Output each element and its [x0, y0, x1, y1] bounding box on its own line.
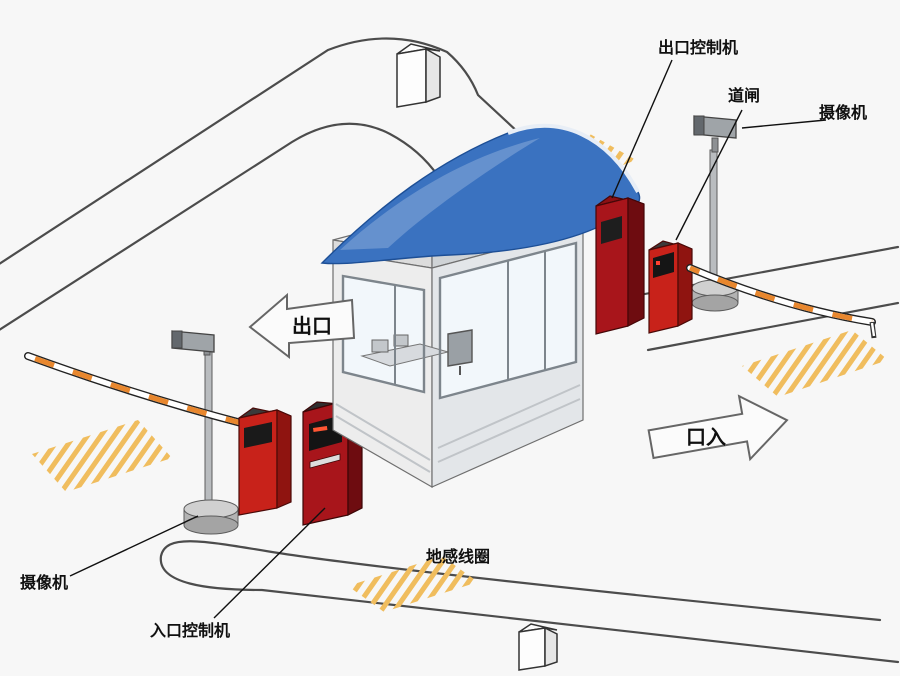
camera-left — [171, 330, 239, 535]
bollard-bottom — [518, 623, 558, 671]
camera-lens-icon — [693, 115, 705, 136]
leader-entrance-controller — [213, 507, 326, 619]
booth-groove-right-1 — [437, 384, 581, 449]
barrier-cabinet-side — [677, 242, 693, 327]
controller-front — [595, 197, 629, 335]
leader-barrier-gate — [675, 109, 743, 241]
bollard-side-face — [544, 626, 558, 668]
label-exit-controller: 出口控制机 — [658, 38, 738, 57]
camera-pole — [204, 351, 213, 514]
ground-loop-left — [32, 420, 172, 492]
label-entrance-controller: 入口控制机 — [150, 621, 230, 640]
exit-arrow-label: 出口 — [292, 315, 332, 338]
barrier-led — [656, 261, 660, 265]
exit-arrow — [248, 292, 356, 360]
barrier-cabinet-panel — [244, 422, 272, 448]
interior-equipment-1 — [371, 339, 389, 353]
camera-base-bottom — [691, 294, 739, 312]
barrier-arm-stripes — [688, 265, 873, 325]
camera-right — [691, 115, 739, 312]
interior-monitor — [447, 329, 473, 367]
camera-bracket — [711, 137, 719, 153]
bollard-front-face — [396, 48, 427, 108]
barrier-cabinet-side — [276, 409, 292, 509]
booth-groove-right-2 — [437, 398, 581, 463]
label-camera-right: 摄像机 — [819, 103, 867, 122]
entrance-arrow-label: 口入 — [686, 426, 726, 449]
label-ground-loop: 地感线圈 — [426, 547, 490, 566]
bollard-top — [396, 43, 441, 108]
road-exit-lane-outer-edge — [0, 37, 577, 265]
exit-controller-machine — [595, 195, 645, 335]
booth-groove-left-2 — [335, 415, 431, 473]
leader-exit-controller — [611, 59, 673, 199]
label-camera-left: 摄像机 — [20, 573, 68, 592]
barrier-arm-white — [25, 353, 248, 427]
canopy-surface — [320, 125, 641, 265]
road-entrance-island-edge — [159, 540, 900, 664]
road-exit-lane-inner-edge — [0, 122, 460, 331]
camera-lens-icon — [171, 330, 183, 349]
label-barrier-gate: 道闸 — [728, 86, 760, 105]
controller-led — [313, 426, 328, 432]
controller-side — [627, 197, 645, 327]
exit-barrier — [648, 240, 877, 339]
bollard-side-face — [425, 47, 441, 104]
direction-arrows: 出口 口入 — [248, 292, 789, 462]
canopy-rolled-edge — [507, 123, 640, 193]
ground-loop-right — [742, 330, 888, 397]
leader-camera-left — [69, 515, 199, 577]
barrier-arm-end-tip-white — [870, 322, 876, 337]
entrance-arrow — [647, 394, 789, 462]
booth-window-left-frame — [341, 274, 426, 394]
ground-loop-bottom — [348, 556, 478, 612]
booth-interior — [360, 329, 473, 375]
interior-equipment-2 — [393, 334, 409, 347]
entrance-barrier — [24, 352, 292, 516]
canopy-highlight — [340, 138, 540, 250]
controller-ticket-slot — [309, 453, 341, 469]
barrier-cabinet-panel — [653, 252, 674, 278]
canopy — [320, 123, 641, 265]
booth-groove-left-1 — [335, 403, 431, 461]
bollard-front-face — [518, 627, 546, 671]
camera-base-bottom — [183, 515, 239, 535]
controller-screen — [601, 216, 622, 244]
camera-base-top — [183, 499, 239, 519]
booth-window-right-frame — [438, 241, 578, 400]
road-right-lower-edge — [646, 301, 900, 352]
leader-camera-right — [741, 119, 827, 129]
annotations: 出口控制机 道闸 摄像机 摄像机 入口控制机 地感线圈 — [20, 38, 867, 640]
